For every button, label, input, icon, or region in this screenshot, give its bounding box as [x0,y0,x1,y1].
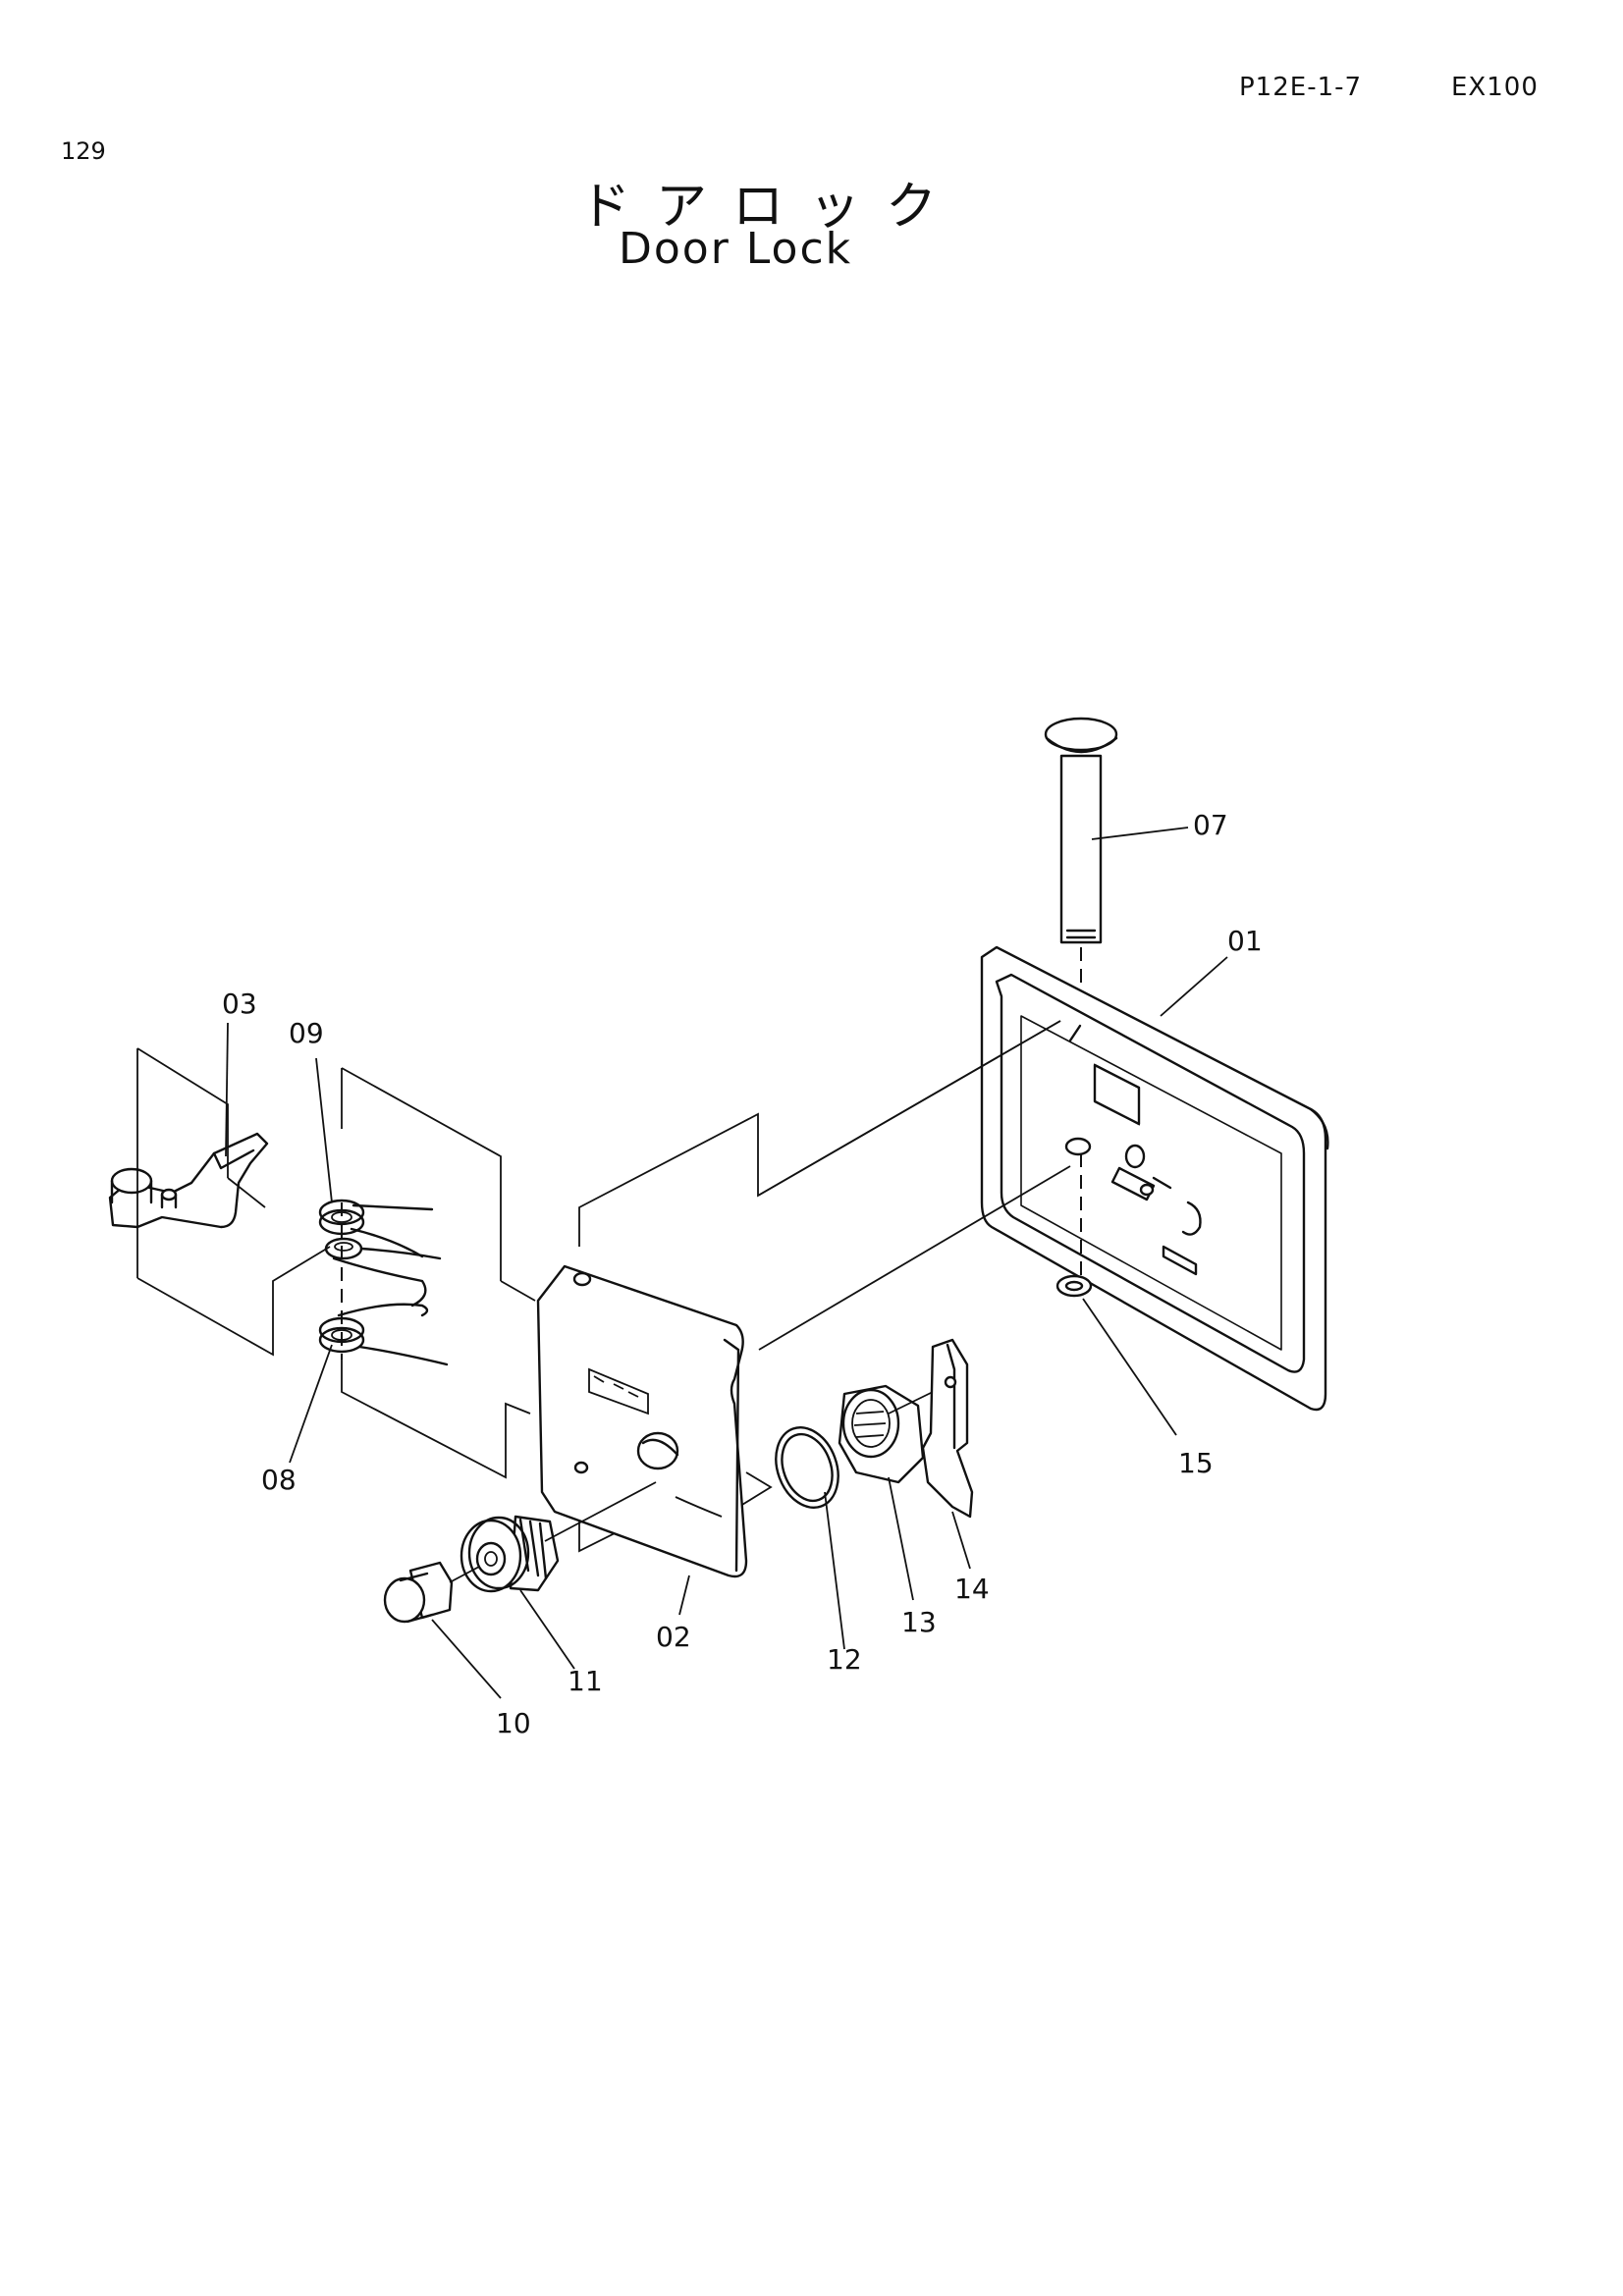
callout-11: 11 [568,1665,603,1697]
assembly-guide-lines [136,1020,1071,1553]
part-09-spring [318,1199,442,1308]
page-number: 129 [61,137,106,165]
callout-03: 03 [222,988,257,1020]
part-12-o-ring [775,1426,839,1509]
callout-15: 15 [1178,1447,1214,1479]
callout-13: 13 [901,1606,937,1638]
part-code: P12E-1-7 [1239,73,1363,102]
title-japanese: ドアロック [579,178,963,237]
part-01-housing [980,945,1329,1412]
part-03-lever [108,1132,269,1229]
callout-14: 14 [954,1573,990,1605]
part-14-latch [921,1338,974,1519]
leader-lines [225,827,1228,1699]
callout-02: 02 [656,1621,691,1653]
callout-07: 07 [1193,809,1228,841]
part-11-cylinder [460,1481,657,1593]
model-name: EX100 [1451,73,1539,102]
part-07-pin [1044,717,1118,1021]
part-15-snap-ring [1055,1274,1093,1298]
callout-01: 01 [1227,925,1263,957]
part-13-nut [838,1384,934,1484]
callout-08: 08 [261,1464,297,1496]
callout-12: 12 [827,1643,862,1676]
title-english: Door Lock [619,224,853,274]
part-02-lock-plate [536,1264,748,1578]
callout-labels: 07 01 03 09 08 15 02 12 13 14 11 10 [222,809,1263,1739]
part-10-plug [383,1561,480,1624]
part-08-spring [318,1303,449,1366]
callout-09: 09 [289,1017,324,1049]
callout-10: 10 [496,1707,531,1739]
